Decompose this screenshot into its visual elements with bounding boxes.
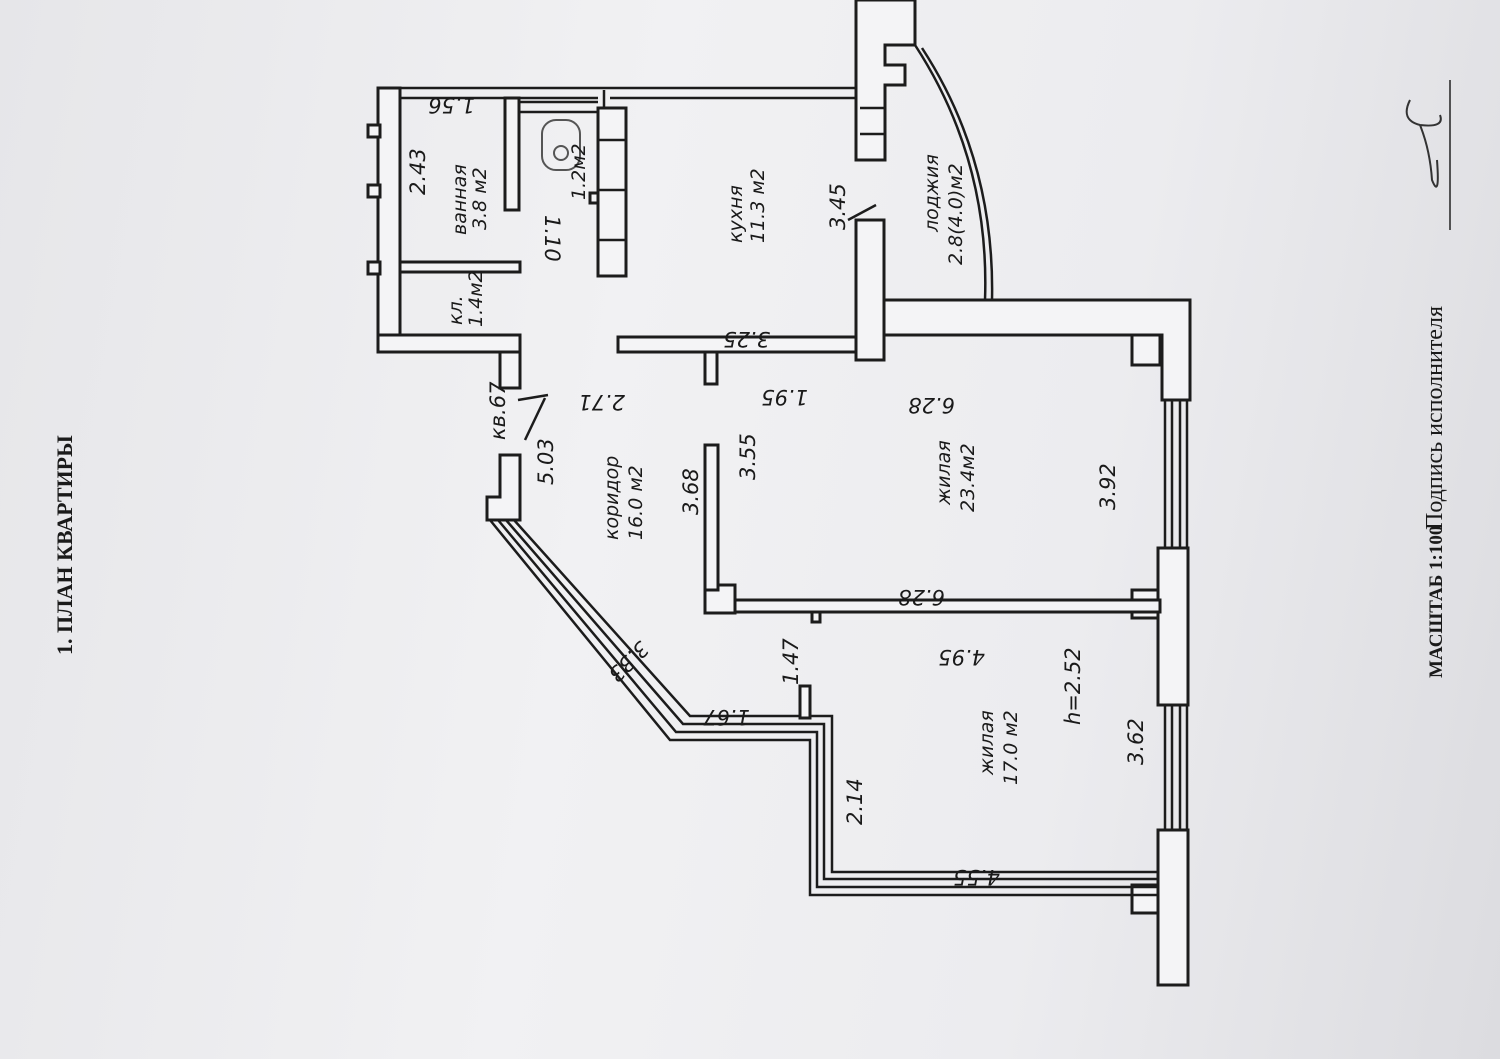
dimension-label: 6.28	[898, 585, 945, 609]
dimension-label: 2.71	[578, 390, 625, 414]
dimension-label: 1.47	[779, 638, 803, 685]
kitchen-counter	[588, 106, 628, 278]
dimension-label: 3.25	[723, 327, 770, 351]
corridor-name: коридор	[601, 456, 623, 540]
loggia-name: лоджия	[921, 154, 943, 233]
dimension-label: кв.67	[486, 381, 510, 440]
dimension-label: 6.28	[908, 393, 955, 417]
dimension-label: 1.95	[761, 385, 808, 409]
dimension-label: 1.56	[428, 93, 475, 117]
storage-area: 1.4м2	[465, 270, 487, 327]
bathroom-partition	[503, 96, 521, 212]
scale-label: МАСШТАБ 1:100	[1426, 526, 1447, 678]
room-labels: ванная 3.8 м2 кл. 1.4м2 1.2м2 кухня 11.3…	[445, 143, 1022, 785]
pier-wall	[1156, 546, 1190, 707]
dimension-label: 2.14	[843, 778, 867, 825]
dimension-label: 3.92	[1096, 463, 1120, 510]
living1-name: жилая	[933, 440, 955, 506]
signature-label: Подпись исполнителя	[1422, 306, 1448, 530]
living2-name: жилая	[976, 710, 998, 776]
walls	[366, 0, 1192, 987]
dimension-labels: 1.56 2.43 1.10 3.25 3.45 2.71 1.95 6.28 …	[406, 93, 1148, 889]
corridor-area: 16.0 м2	[625, 465, 647, 540]
signature-mark	[1405, 99, 1442, 188]
kitchen-name: кухня	[725, 185, 747, 243]
living1-area: 23.4м2	[957, 443, 979, 512]
dimension-label: 1.10	[540, 215, 564, 262]
dimension-label: 3.55	[736, 433, 760, 480]
dimension-label: 1.67	[703, 705, 750, 729]
dimension-label: 2.43	[406, 148, 430, 195]
living2-area: 17.0 м2	[1000, 710, 1022, 785]
bathroom-name: ванная	[449, 164, 471, 235]
dimension-label: 3.45	[826, 183, 850, 230]
toilet-icon	[541, 119, 581, 171]
bathroom-area: 3.8 м2	[469, 167, 491, 230]
dimension-label: 4.95	[938, 645, 985, 669]
wc-area: 1.2м2	[568, 143, 590, 200]
dimension-label: h=2.52	[1061, 647, 1085, 725]
dimension-label: 4.55	[953, 865, 1000, 889]
dimension-label: 3.68	[679, 468, 703, 515]
dimension-label: 5.03	[534, 438, 558, 485]
dimension-label: 3.62	[1124, 718, 1148, 765]
storage-name: кл.	[445, 295, 467, 325]
kitchen-area: 11.3 м2	[747, 168, 769, 243]
plan-title: 1. ПЛАН КВАРТИРЫ	[52, 435, 77, 655]
loggia-area: 2.8(4.0)м2	[945, 163, 967, 265]
dimension-label: 3.33	[603, 636, 653, 686]
